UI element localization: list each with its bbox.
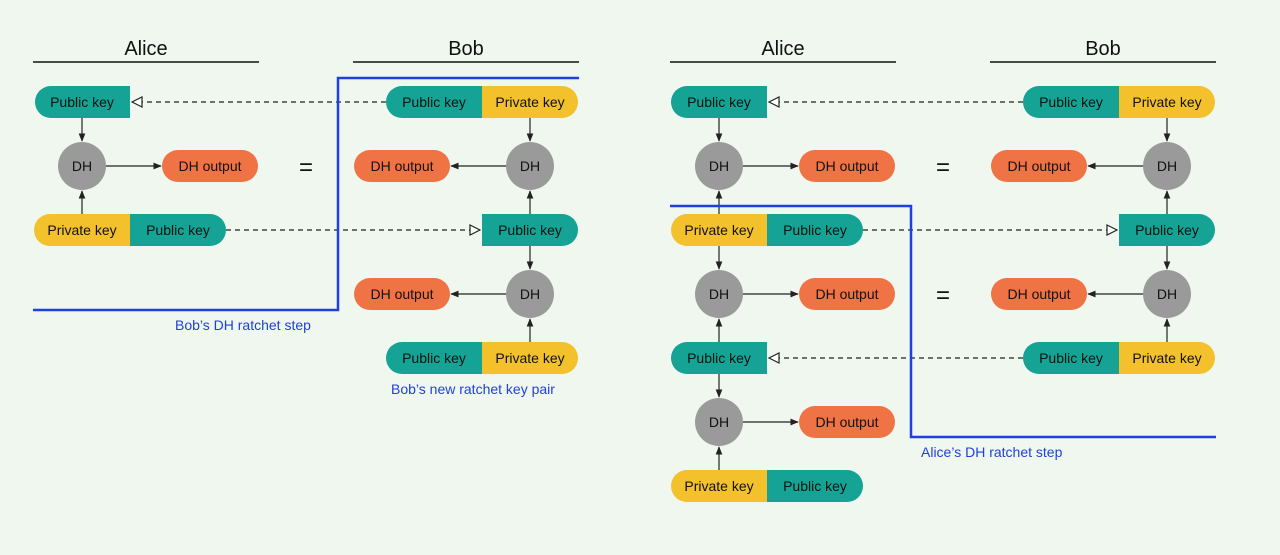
bob-new-public-key-node xyxy=(386,342,482,374)
alice-dh-output-node xyxy=(162,150,258,182)
bob-dh-2-label: DH xyxy=(520,286,540,302)
alice-public-key-2-node xyxy=(130,214,226,246)
bob-dh-output-2-node xyxy=(354,278,450,310)
bob-received-public-key-node xyxy=(482,214,578,246)
alice-dh-output-3-label: DH output xyxy=(815,414,878,430)
alice-public-key-label-r: Public key xyxy=(687,94,751,110)
bob-dh-2-label-r: DH xyxy=(1157,286,1177,302)
bob-dh-output-label: DH output xyxy=(370,158,433,174)
bob-new-private-key-label: Private key xyxy=(495,350,564,366)
alice-dh-node-r xyxy=(695,142,743,190)
bob-public-key-2-node-r xyxy=(1023,342,1119,374)
alice-public-key-node-r xyxy=(671,86,767,118)
alice-dh-2-node xyxy=(695,270,743,318)
bob-private-key-node-r xyxy=(1119,86,1215,118)
bob-private-key-2-label-r: Private key xyxy=(1132,350,1201,366)
bob-received-public-key-label-r: Public key xyxy=(1135,222,1199,238)
alice-private-key-node-r xyxy=(671,214,767,246)
alice-dh-label: DH xyxy=(72,158,92,174)
bob-ratchet-caption: Bob’s DH ratchet step xyxy=(175,317,311,333)
alice-dh-2-label: DH xyxy=(709,286,729,302)
bob-dh-output-2-label-r: DH output xyxy=(1007,286,1070,302)
bob-dh-output-node-r xyxy=(991,150,1087,182)
bob-dh-output-label-r: DH output xyxy=(1007,158,1070,174)
equals-sign-1: = xyxy=(936,154,950,181)
bob-new-pair-caption: Bob’s new ratchet key pair xyxy=(391,381,555,397)
bob-dh-output-2-node-r xyxy=(991,278,1087,310)
alice-private-key-label: Private key xyxy=(47,222,116,238)
bob-received-public-key-node-r xyxy=(1119,214,1215,246)
alice-dh-output-label-r: DH output xyxy=(815,158,878,174)
bob-dh-label-r: DH xyxy=(1157,158,1177,174)
bob-heading: Bob xyxy=(448,38,484,60)
alice-heading: Alice xyxy=(124,38,167,60)
bob-private-key-node xyxy=(482,86,578,118)
bob-private-key-label: Private key xyxy=(495,94,564,110)
alice-public-key-node xyxy=(35,86,130,118)
bob-private-key-2-node-r xyxy=(1119,342,1215,374)
left-panel: Alice Bob Public key DH DH output = Priv… xyxy=(33,38,579,397)
alice-new-private-key-node xyxy=(671,470,767,502)
alice-ratchet-caption: Alice’s DH ratchet step xyxy=(921,444,1063,460)
bob-new-private-key-node xyxy=(482,342,578,374)
alice-dh-output-3-node xyxy=(799,406,895,438)
bob-public-key-node-r xyxy=(1023,86,1119,118)
alice-public-key-2-label: Public key xyxy=(146,222,210,238)
alice-dh-output-label: DH output xyxy=(178,158,241,174)
alice-dh-output-node-r xyxy=(799,150,895,182)
bob-dh-2-node xyxy=(506,270,554,318)
equals-sign: = xyxy=(299,154,313,181)
alice-new-public-key-label: Public key xyxy=(783,478,847,494)
bob-dh-output-node xyxy=(354,150,450,182)
right-panel: Alice Bob Public key DH DH output = Priv… xyxy=(670,38,1216,502)
bob-dh-2-node-r xyxy=(1143,270,1191,318)
bob-dh-label: DH xyxy=(520,158,540,174)
alice-public-key-label: Public key xyxy=(50,94,114,110)
alice-dh-output-2-label: DH output xyxy=(815,286,878,302)
bob-public-key-2-label-r: Public key xyxy=(1039,350,1103,366)
alice-private-key-node xyxy=(34,214,130,246)
alice-public-key-2-node-r xyxy=(767,214,863,246)
alice-received-public-key-label: Public key xyxy=(687,350,751,366)
bob-public-key-label: Public key xyxy=(402,94,466,110)
alice-new-private-key-label: Private key xyxy=(684,478,753,494)
alice-received-public-key-node xyxy=(671,342,767,374)
equals-sign-2: = xyxy=(936,282,950,309)
bob-new-public-key-label: Public key xyxy=(402,350,466,366)
bob-received-public-key-label: Public key xyxy=(498,222,562,238)
bob-heading-right: Bob xyxy=(1085,38,1121,60)
alice-public-key-2-label-r: Public key xyxy=(783,222,847,238)
alice-ratchet-boundary-line xyxy=(670,204,1216,439)
alice-private-key-label-r: Private key xyxy=(684,222,753,238)
alice-dh-3-label: DH xyxy=(709,414,729,430)
alice-heading-right: Alice xyxy=(761,38,804,60)
bob-ratchet-boundary-line xyxy=(33,76,579,312)
bob-dh-output-2-label: DH output xyxy=(370,286,433,302)
alice-dh-3-node xyxy=(695,398,743,446)
bob-public-key-node xyxy=(386,86,482,118)
bob-dh-node-r xyxy=(1143,142,1191,190)
bob-public-key-label-r: Public key xyxy=(1039,94,1103,110)
alice-new-public-key-node xyxy=(767,470,863,502)
alice-dh-output-2-node xyxy=(799,278,895,310)
bob-private-key-label-r: Private key xyxy=(1132,94,1201,110)
alice-dh-label-r: DH xyxy=(709,158,729,174)
alice-dh-node xyxy=(58,142,106,190)
bob-dh-node xyxy=(506,142,554,190)
